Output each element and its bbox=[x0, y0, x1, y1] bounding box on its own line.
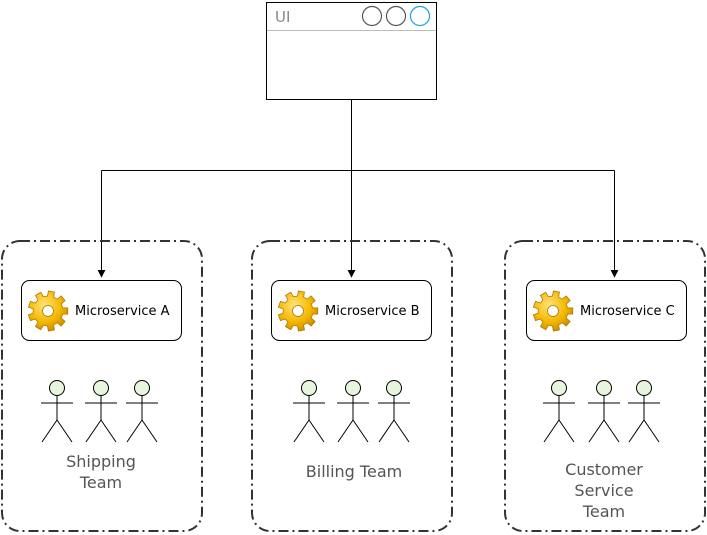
person-icon bbox=[628, 380, 660, 443]
window-control-icon[interactable] bbox=[385, 5, 407, 27]
window-control-icon[interactable] bbox=[409, 5, 431, 27]
person-icon bbox=[85, 380, 117, 443]
team-label-line: Service bbox=[574, 481, 633, 500]
microservice-boxes: Microservice A Microservice B Microservi… bbox=[21, 280, 687, 341]
microservice-c-label: Microservice C bbox=[580, 304, 675, 319]
person-icon bbox=[293, 380, 325, 443]
microservice-a-label: Microservice A bbox=[75, 304, 170, 319]
team-container-c bbox=[504, 240, 706, 532]
microservice-a[interactable]: Microservice A bbox=[21, 280, 182, 341]
team-containers bbox=[1, 240, 706, 532]
microservice-c[interactable]: Microservice C bbox=[526, 280, 687, 341]
team-container-b bbox=[251, 240, 453, 532]
team-label-line: Team bbox=[79, 473, 122, 492]
ui-window: UI bbox=[266, 2, 437, 100]
gear-icon bbox=[277, 290, 319, 332]
window-control-icon[interactable] bbox=[361, 5, 383, 27]
person-icon bbox=[126, 380, 158, 443]
person-icon bbox=[543, 380, 575, 443]
connectors bbox=[97, 100, 619, 278]
ui-window-title: UI bbox=[275, 8, 290, 26]
team-label-line: Team bbox=[582, 502, 625, 521]
team-label-line: Billing Team bbox=[306, 462, 402, 481]
person-icon bbox=[337, 380, 369, 443]
team-container-a bbox=[1, 240, 203, 532]
gear-icon bbox=[532, 290, 574, 332]
person-icon bbox=[41, 380, 73, 443]
team-label-line: Shipping bbox=[66, 452, 136, 471]
team-label-line: Customer bbox=[565, 460, 643, 479]
microservice-b[interactable]: Microservice B bbox=[271, 280, 432, 341]
person-icon bbox=[378, 380, 410, 443]
gear-icon bbox=[27, 290, 69, 332]
microservice-b-label: Microservice B bbox=[325, 304, 420, 319]
ui-window-frame bbox=[266, 2, 437, 100]
team-members bbox=[41, 380, 660, 443]
team-labels: Shipping Team Billing Team Customer Serv… bbox=[66, 452, 643, 521]
person-icon bbox=[588, 380, 620, 443]
